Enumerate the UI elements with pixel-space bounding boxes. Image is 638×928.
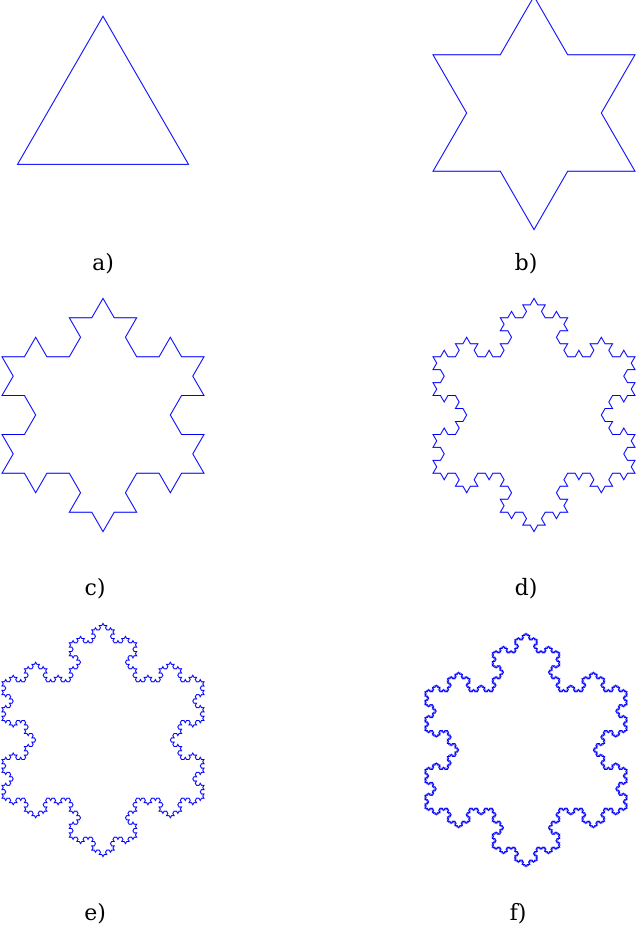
koch-curve-f xyxy=(424,632,628,868)
koch-curve-d xyxy=(432,297,636,533)
panel-d: d) xyxy=(432,297,636,601)
panel-b: b) xyxy=(432,0,636,276)
panel-label-a: a) xyxy=(92,251,114,276)
panel-c: c) xyxy=(1,297,205,601)
panel-label-b: b) xyxy=(515,251,538,276)
koch-curve-c xyxy=(1,297,205,533)
panel-label-f: f) xyxy=(510,901,527,926)
panel-label-d: d) xyxy=(515,576,538,601)
panel-a: a) xyxy=(16,15,190,276)
koch-curve-a xyxy=(16,15,190,165)
koch-curve-e xyxy=(1,622,205,858)
panel-label-e: e) xyxy=(84,901,106,926)
panel-e: e) xyxy=(1,622,205,926)
koch-curve-b xyxy=(432,0,636,231)
panel-label-c: c) xyxy=(85,576,106,601)
panel-f: f) xyxy=(424,632,628,926)
